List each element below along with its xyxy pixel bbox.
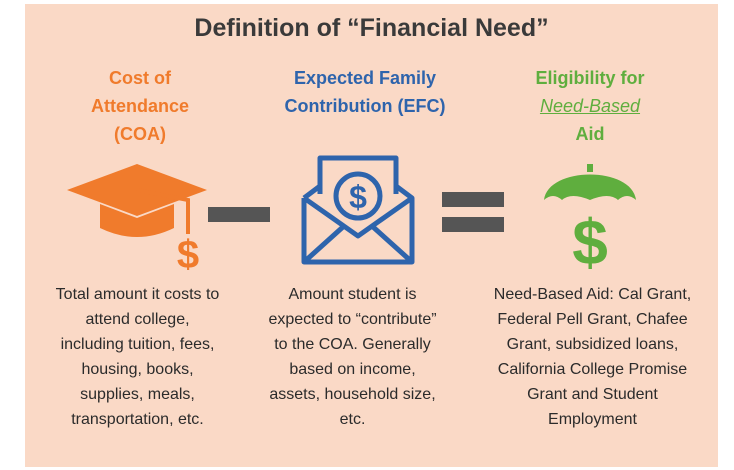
- eligibility-heading-line-1: Eligibility for: [535, 68, 645, 88]
- eligibility-heading: Eligibility for Need-Based Aid: [485, 64, 695, 148]
- svg-text:$: $: [572, 206, 608, 270]
- coa-description: Total amount it costs to attend college,…: [55, 286, 220, 428]
- eligibility-heading-line-2: Need-Based: [539, 96, 641, 116]
- coa-heading-line-3: (COA): [114, 124, 166, 144]
- page-title: Definition of “Financial Need”: [194, 14, 549, 42]
- svg-text:$: $: [177, 233, 199, 270]
- equals-bar-bottom: [442, 217, 504, 232]
- eligibility-heading-line-3: Aid: [575, 124, 605, 144]
- coa-heading: Cost of Attendance (COA): [55, 64, 225, 148]
- equals-sign-icon: [442, 192, 504, 232]
- coa-heading-line-1: Cost of: [109, 68, 171, 88]
- efc-heading-line-2: Contribution (EFC): [284, 96, 446, 116]
- eligibility-description: Need-Based Aid: Cal Grant, Federal Pell …: [493, 286, 692, 428]
- efc-description: Amount student is expected to “contribut…: [268, 286, 437, 428]
- equals-bar-top: [442, 192, 504, 207]
- efc-heading-line-1: Expected Family: [293, 68, 437, 88]
- umbrella-dollar-icon: $: [544, 164, 636, 270]
- svg-text:$: $: [349, 179, 367, 215]
- efc-heading: Expected Family Contribution (EFC): [240, 64, 490, 120]
- envelope-dollar-icon: $: [301, 155, 415, 265]
- minus-sign-icon: [208, 207, 270, 222]
- graduation-cap-dollar-icon: $: [67, 164, 207, 270]
- coa-heading-line-2: Attendance: [90, 96, 189, 116]
